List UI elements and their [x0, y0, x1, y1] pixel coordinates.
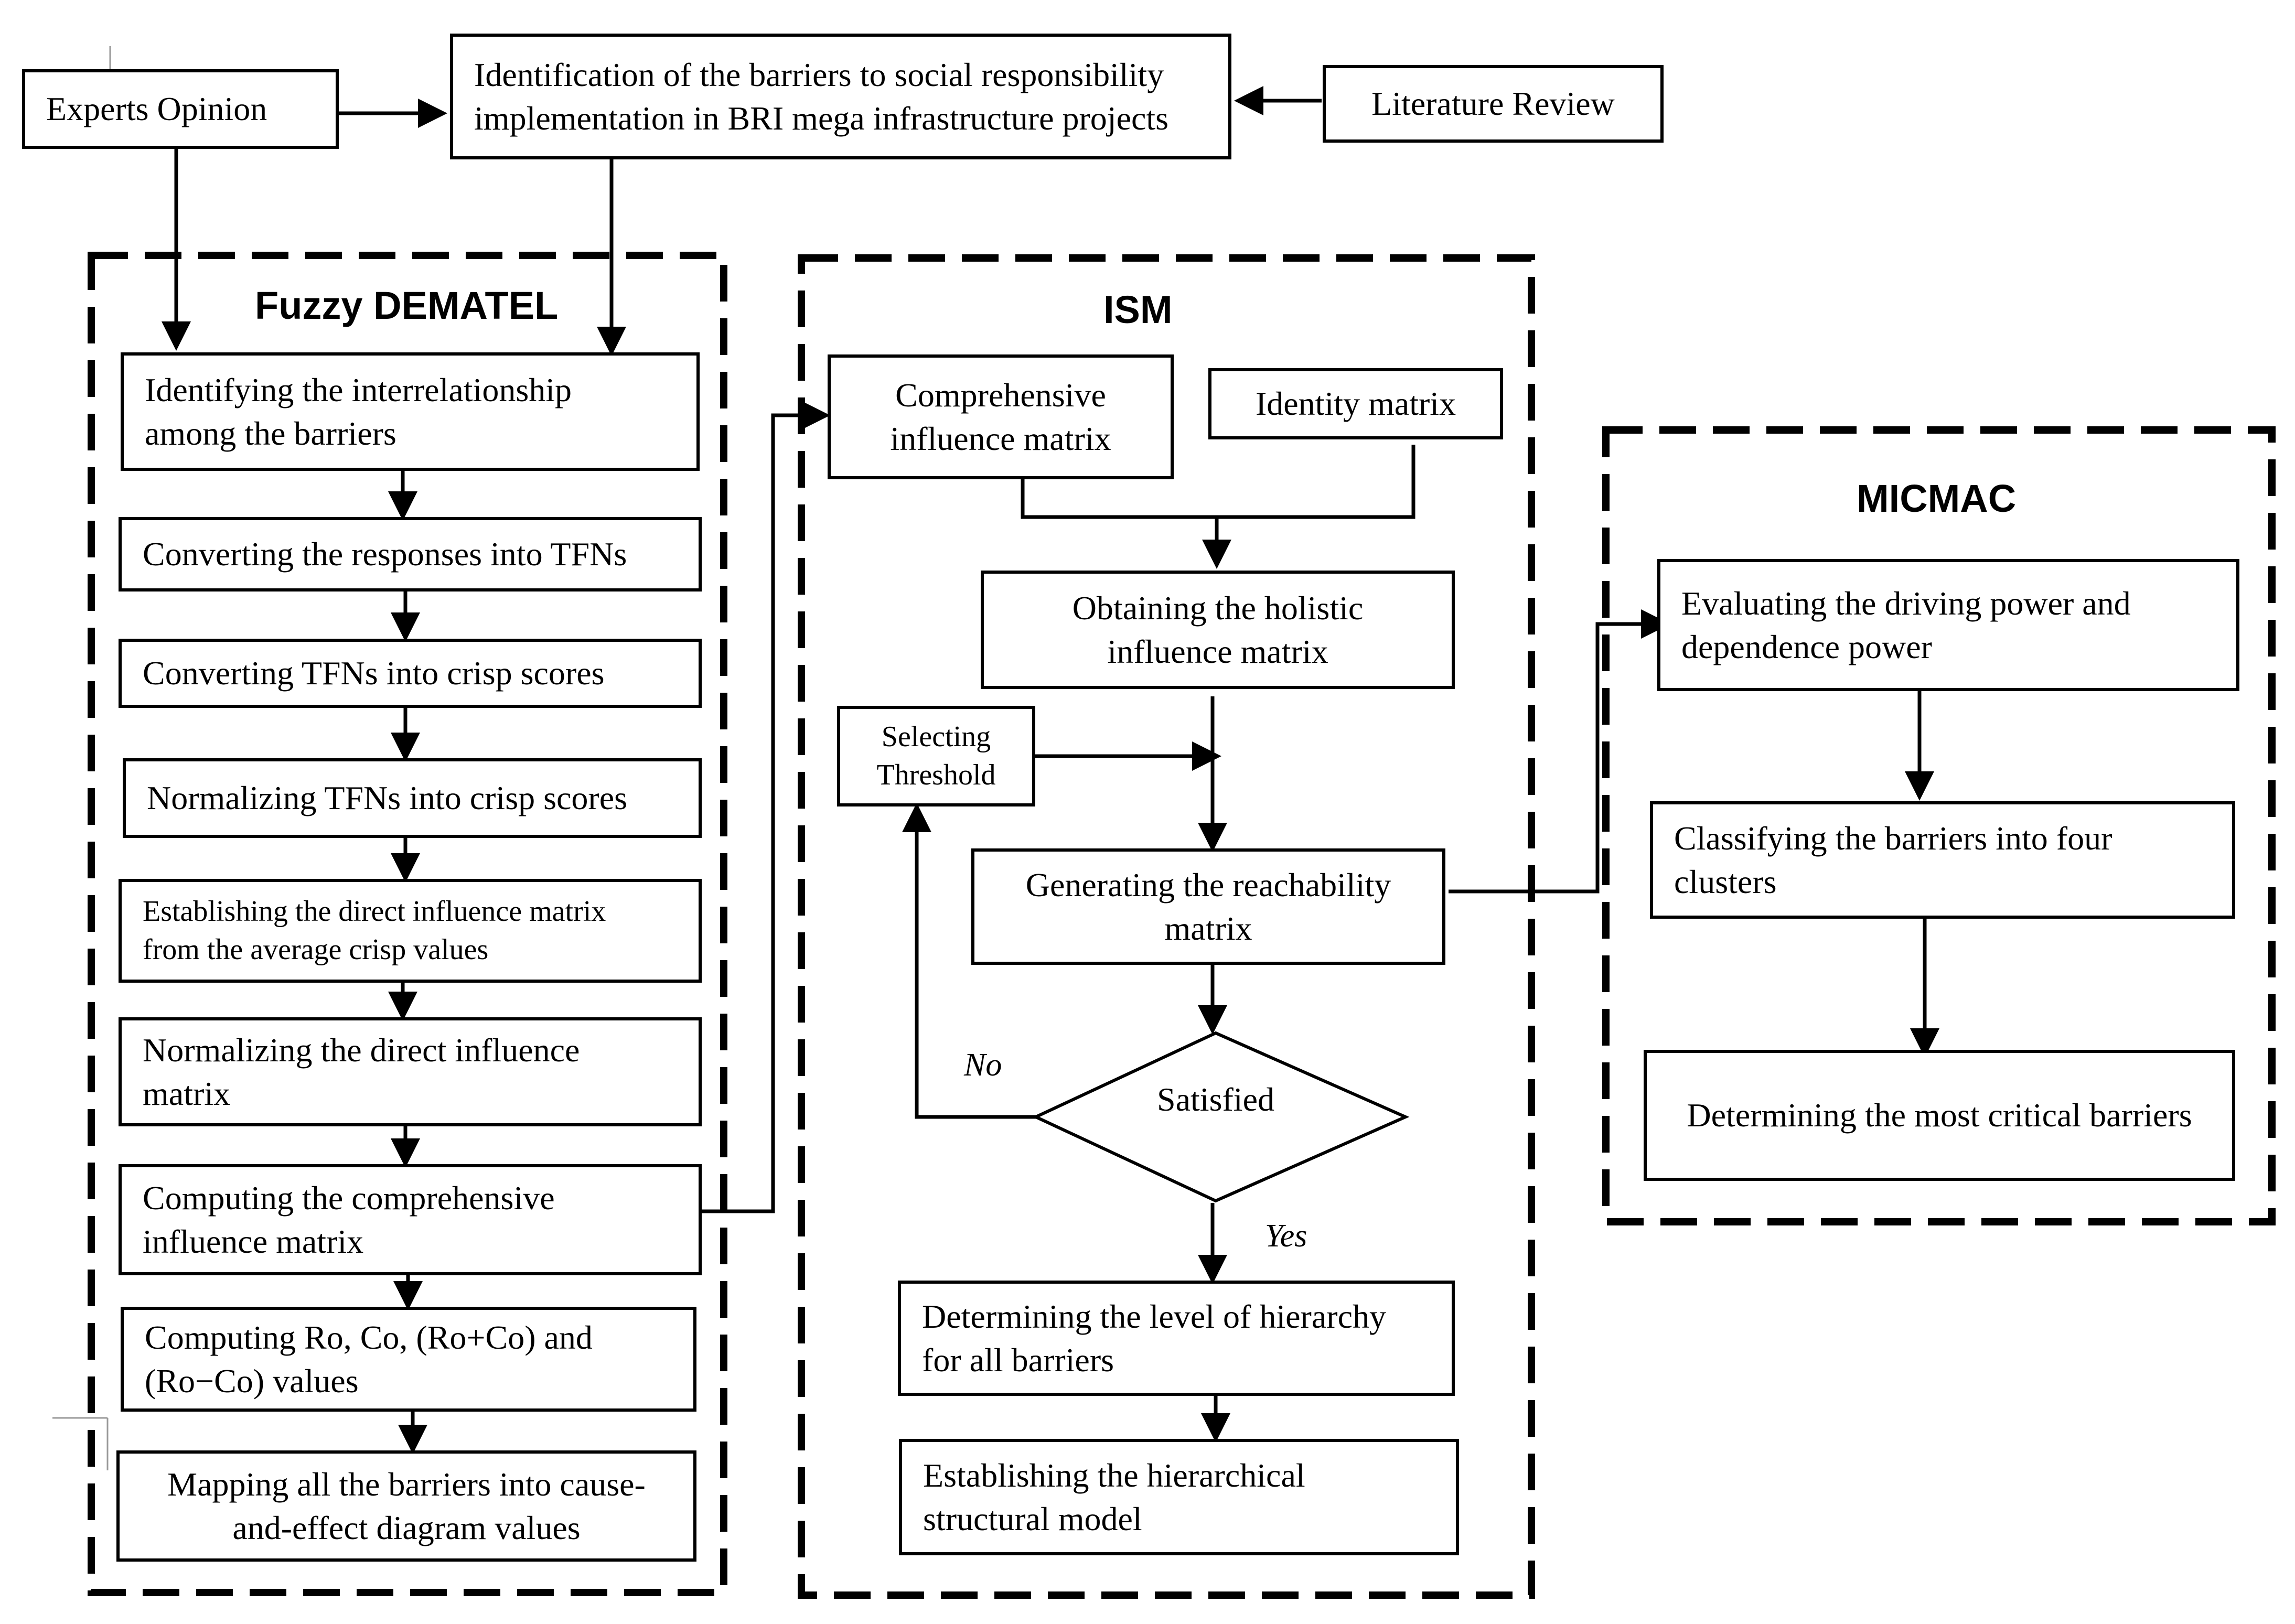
experts-opinion-box: Experts Opinion [22, 69, 339, 149]
micmac-step-1: Evaluating the driving power and depende… [1657, 559, 2239, 691]
dematel-step-9-label: Mapping all the barriers into cause- and… [167, 1465, 646, 1546]
ism-no-label: No [964, 1047, 1002, 1083]
dematel-step-2: Converting the responses into TFNs [119, 517, 702, 591]
identification-box: Identification of the barriers to social… [450, 34, 1231, 159]
ism-hierarchy-label: Determining the level of hierarchy for a… [922, 1297, 1386, 1379]
dematel-step-1-label: Identifying the interrelationship among … [145, 371, 572, 452]
dematel-step-9: Mapping all the barriers into cause- and… [116, 1450, 696, 1562]
dematel-step-7-label: Computing the comprehensive influence ma… [143, 1179, 555, 1260]
ism-threshold-box: Selecting Threshold [837, 706, 1035, 806]
experts-opinion-label: Experts Opinion [46, 90, 267, 128]
dematel-step-3: Converting TFNs into crisp scores [119, 639, 702, 708]
ism-threshold-label: Selecting Threshold [876, 720, 996, 791]
micmac-step-3-label: Determining the most critical barriers [1687, 1096, 2192, 1134]
literature-review-label: Literature Review [1371, 85, 1615, 123]
ism-hierarchy-box: Determining the level of hierarchy for a… [898, 1281, 1455, 1396]
ism-model-box: Establishing the hierarchical structural… [899, 1439, 1459, 1555]
dematel-step-7: Computing the comprehensive influence ma… [119, 1164, 702, 1275]
micmac-step-2-label: Classifying the barriers into four clust… [1674, 819, 2112, 900]
dematel-step-4: Normalizing TFNs into crisp scores [123, 758, 702, 838]
identification-label: Identification of the barriers to social… [474, 56, 1169, 137]
dematel-step-2-label: Converting the responses into TFNs [143, 535, 627, 573]
ism-frame [798, 254, 1535, 1599]
ism-holistic-box: Obtaining the holistic influence matrix [981, 571, 1455, 689]
ism-model-label: Establishing the hierarchical structural… [923, 1456, 1305, 1537]
fuzzy-dematel-frame [88, 252, 727, 1596]
micmac-title: MICMAC [1857, 477, 2017, 520]
ism-comprehensive-label: Comprehensive influence matrix [890, 376, 1111, 457]
dematel-step-5-label: Establishing the direct influence matrix… [143, 895, 606, 966]
ism-satisfied-label: Satisfied [1157, 1081, 1274, 1118]
micmac-step-2: Classifying the barriers into four clust… [1650, 801, 2235, 919]
micmac-frame [1602, 426, 2276, 1225]
dematel-step-1: Identifying the interrelationship among … [121, 352, 700, 471]
ism-holistic-label: Obtaining the holistic influence matrix [1072, 589, 1364, 670]
fuzzy-dematel-title: Fuzzy DEMATEL [255, 284, 559, 327]
ism-reachability-label: Generating the reachability matrix [1025, 866, 1391, 947]
dematel-step-5: Establishing the direct influence matrix… [119, 879, 702, 983]
literature-review-box: Literature Review [1323, 65, 1664, 143]
ism-title: ISM [1103, 288, 1173, 331]
dematel-step-8: Computing Ro, Co, (Ro+Co) and (Ro−Co) va… [121, 1307, 696, 1412]
satisfied-decision-diamond [1032, 1031, 1410, 1203]
ism-yes-label: Yes [1265, 1218, 1307, 1254]
dematel-step-3-label: Converting TFNs into crisp scores [143, 654, 605, 692]
ism-comprehensive-box: Comprehensive influence matrix [828, 354, 1174, 479]
ism-identity-box: Identity matrix [1208, 368, 1503, 439]
ism-reachability-box: Generating the reachability matrix [971, 848, 1445, 965]
micmac-step-1-label: Evaluating the driving power and depende… [1681, 584, 2131, 665]
dematel-step-4-label: Normalizing TFNs into crisp scores [147, 779, 628, 817]
dematel-step-6-label: Normalizing the direct influence matrix [143, 1031, 580, 1112]
dematel-step-8-label: Computing Ro, Co, (Ro+Co) and (Ro−Co) va… [145, 1318, 593, 1400]
ism-identity-label: Identity matrix [1255, 385, 1456, 423]
micmac-step-3: Determining the most critical barriers [1644, 1050, 2235, 1181]
dematel-step-6: Normalizing the direct influence matrix [119, 1017, 702, 1126]
